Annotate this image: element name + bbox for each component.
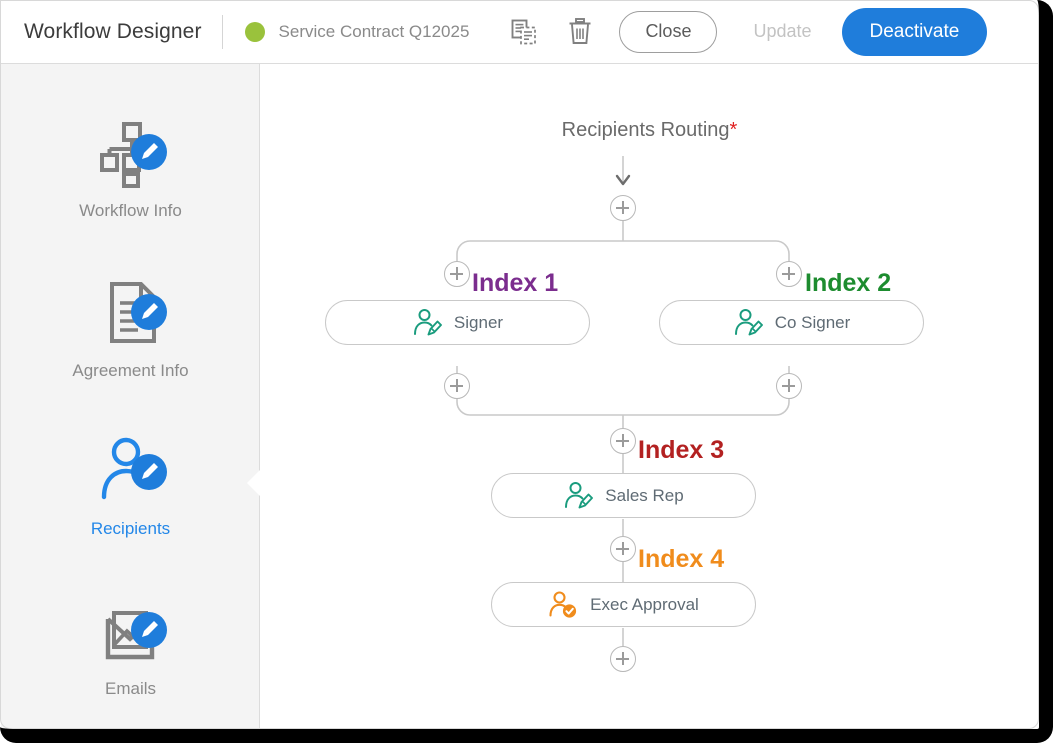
add-recipient-node-7[interactable] [610, 646, 636, 672]
connector-wires [456, 156, 790, 646]
index-label-4: Index 4 [638, 545, 725, 573]
sidebar-item-label: Emails [104, 679, 156, 698]
person-edit-icon [94, 435, 168, 509]
add-recipient-node-6[interactable] [610, 536, 636, 562]
add-recipient-node-2[interactable] [776, 261, 802, 287]
recipient-role-label: Exec Approval [590, 594, 699, 614]
top-toolbar: Workflow Designer Service Contract Q1202… [0, 0, 1039, 64]
page-title: Workflow Designer [24, 19, 202, 43]
routing-title: Recipients Routing* [260, 119, 1039, 142]
approver-check-icon [548, 590, 578, 620]
recipient-node-co-signer[interactable]: Co Signer [659, 300, 924, 345]
update-button[interactable]: Update [739, 11, 825, 53]
routing-canvas: Recipients Routing* [260, 64, 1039, 728]
recipient-node-sales-rep[interactable]: Sales Rep [491, 473, 756, 518]
status-indicator-dot [244, 21, 265, 42]
index-label-1: Index 1 [472, 269, 559, 297]
recipient-role-label: Sales Rep [605, 485, 684, 505]
document-name: Service Contract Q12025 [278, 21, 470, 41]
signer-pen-icon [563, 481, 594, 511]
sidebar-item-label: Agreement Info [72, 361, 189, 380]
sidebar-item-label: Recipients [90, 519, 171, 538]
routing-title-text: Recipients Routing [561, 119, 730, 141]
sidebar-item-recipients[interactable]: Recipients [1, 412, 260, 562]
sidebar-item-agreement-info[interactable]: Agreement Info [1, 254, 260, 404]
workflow-hierarchy-edit-icon [94, 117, 168, 191]
add-recipient-node-1[interactable] [444, 261, 470, 287]
sidebar-item-workflow-info[interactable]: Workflow Info [1, 94, 260, 244]
toolbar-divider [221, 14, 223, 49]
trash-icon[interactable] [563, 15, 597, 49]
recipient-node-exec-approval[interactable]: Exec Approval [491, 582, 756, 627]
index-label-3: Index 3 [638, 436, 725, 464]
required-asterisk: * [729, 119, 738, 141]
document-edit-icon [94, 277, 168, 351]
left-sidebar: Workflow Info Agreement Info [1, 64, 260, 728]
index-label-2: Index 2 [805, 269, 892, 297]
deactivate-button[interactable]: Deactivate [841, 7, 988, 56]
recipient-node-signer[interactable]: Signer [325, 300, 590, 345]
sidebar-item-emails[interactable]: Emails [1, 572, 260, 722]
signer-pen-icon [412, 308, 442, 338]
active-section-pointer [247, 470, 260, 496]
add-recipient-node-4[interactable] [776, 373, 802, 399]
recipient-role-label: Signer [453, 312, 504, 332]
add-recipient-node-3[interactable] [444, 373, 470, 399]
close-button[interactable]: Close [619, 10, 718, 53]
signer-pen-icon [733, 308, 763, 338]
add-recipient-node-0[interactable] [610, 195, 636, 221]
email-image-edit-icon [94, 595, 168, 669]
copy-duplicate-icon[interactable] [507, 15, 541, 49]
recipient-role-label: Co Signer [774, 312, 851, 332]
sidebar-item-label: Workflow Info [79, 201, 182, 220]
add-recipient-node-5[interactable] [610, 428, 636, 454]
